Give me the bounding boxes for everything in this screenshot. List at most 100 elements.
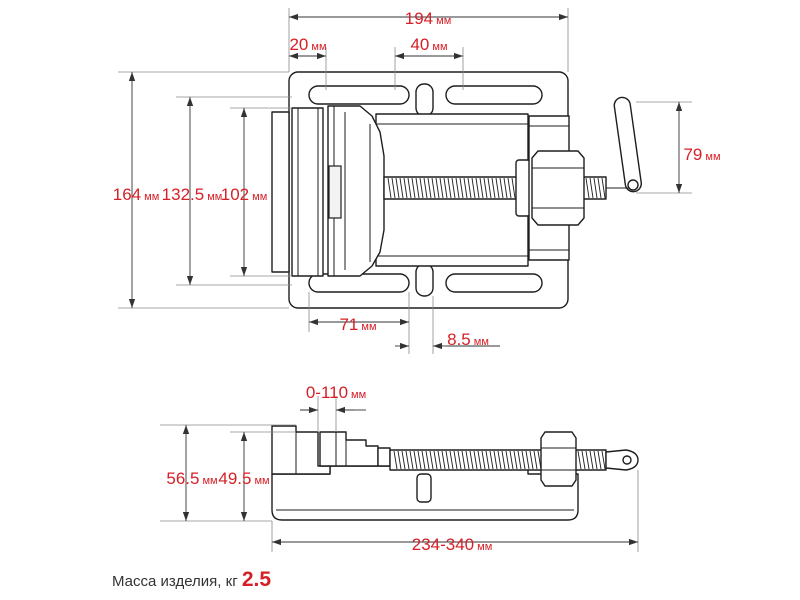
thread-line: [499, 177, 504, 199]
thread-line: [439, 177, 444, 199]
thread-line: [453, 450, 458, 470]
thread-line: [467, 177, 472, 199]
thread-line: [597, 177, 602, 199]
thread-line: [413, 450, 418, 470]
thread-line: [473, 450, 478, 470]
thread-line: [487, 177, 492, 199]
thread-line: [409, 450, 414, 470]
thread-line: [447, 177, 452, 199]
thread-line: [387, 177, 392, 199]
thread-line: [493, 450, 498, 470]
thread-line: [481, 450, 486, 470]
thread-line: [533, 450, 538, 470]
thread-line: [471, 177, 476, 199]
thread-line: [525, 450, 530, 470]
thread-line: [593, 450, 598, 470]
thread-line: [513, 450, 518, 470]
thread-line: [437, 450, 442, 470]
thread-line: [401, 450, 406, 470]
thread-line: [423, 177, 428, 199]
thread-line: [463, 177, 468, 199]
hex-nut: [531, 150, 585, 226]
slot-center-bottom: [415, 263, 434, 297]
handle-lever: [613, 96, 642, 193]
thread-line: [489, 450, 494, 470]
thread-line: [451, 177, 456, 199]
thread-line: [459, 177, 464, 199]
slot-center-top: [415, 83, 434, 117]
thread-line: [415, 177, 420, 199]
thread-line: [479, 177, 484, 199]
fixed-jaw: [291, 107, 324, 277]
thread-line: [449, 450, 454, 470]
fixed-jaw-back: [271, 111, 290, 273]
thread-line: [461, 450, 466, 470]
side-hex-nut: [540, 431, 577, 487]
thread-line: [399, 177, 404, 199]
slot-top-right: [445, 85, 543, 105]
thread-line: [419, 177, 424, 199]
side-movable-jaw: [319, 431, 379, 467]
screw-threads: [387, 177, 606, 199]
thread-line: [517, 450, 522, 470]
thread-line: [475, 177, 480, 199]
thread-line: [407, 177, 412, 199]
thread-line: [601, 177, 606, 199]
thread-line: [509, 450, 514, 470]
thread-line: [457, 450, 462, 470]
thread-line: [469, 450, 474, 470]
mass-value: 2.5: [241, 568, 272, 591]
thread-line: [395, 177, 400, 199]
thread-line: [511, 177, 516, 199]
thread-line: [577, 450, 582, 470]
thread-line: [443, 177, 448, 199]
thread-line: [529, 450, 534, 470]
thread-line: [589, 177, 594, 199]
thread-line: [589, 450, 594, 470]
thread-line: [585, 450, 590, 470]
thread-line: [585, 177, 590, 199]
thread-line: [431, 177, 436, 199]
slot-bottom-right: [445, 273, 543, 293]
thread-line: [433, 450, 438, 470]
slot-top-left: [308, 85, 410, 105]
side-handle: [605, 449, 639, 471]
product-mass: Масса изделия, кг 2.5: [112, 568, 271, 592]
thread-line: [441, 450, 446, 470]
vise-side-view: [271, 425, 639, 521]
side-screw-threads: [393, 450, 606, 470]
dimension-lines: [118, 8, 692, 552]
thread-line: [425, 450, 430, 470]
thread-line: [601, 450, 606, 470]
thread-line: [411, 177, 416, 199]
thread-line: [445, 450, 450, 470]
thread-line: [503, 177, 508, 199]
thread-line: [483, 177, 488, 199]
thread-line: [421, 450, 426, 470]
thread-line: [391, 177, 396, 199]
thread-line: [477, 450, 482, 470]
thread-line: [455, 177, 460, 199]
thread-line: [495, 177, 500, 199]
thread-line: [417, 450, 422, 470]
thread-line: [521, 450, 526, 470]
vise-top-view: [271, 71, 642, 309]
thread-line: [427, 177, 432, 199]
thread-line: [429, 450, 434, 470]
thread-line: [507, 177, 512, 199]
thread-line: [497, 450, 502, 470]
thread-line: [397, 450, 402, 470]
